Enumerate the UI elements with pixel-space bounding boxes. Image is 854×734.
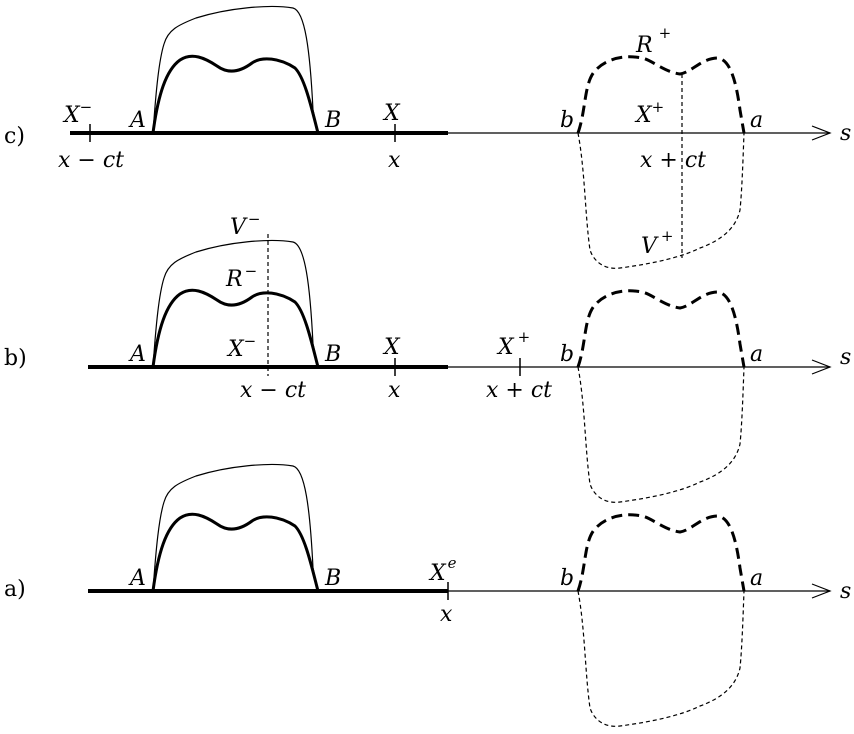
label-b: b bbox=[560, 342, 574, 367]
label-x-plus-ct: x + ct bbox=[486, 378, 552, 403]
label-A: A bbox=[128, 108, 146, 133]
right-upper-profile bbox=[576, 55, 746, 135]
arrow-icon bbox=[811, 125, 832, 141]
label-B: B bbox=[324, 342, 341, 367]
left-profile bbox=[151, 4, 320, 135]
label-B: B bbox=[324, 108, 341, 133]
label-A: A bbox=[128, 566, 146, 591]
label-s: s bbox=[840, 345, 851, 370]
label-A: A bbox=[128, 342, 146, 367]
arrow-icon bbox=[811, 359, 832, 375]
svg-text:X+: X+ bbox=[496, 328, 530, 360]
label-s: s bbox=[840, 579, 851, 604]
arrow-icon bbox=[811, 583, 832, 599]
panel-b-label: b) bbox=[4, 346, 27, 371]
panel-c-label: c) bbox=[4, 124, 25, 149]
label-a: a bbox=[750, 342, 763, 367]
panel-c: c) X− A B X b a s x − ct x x + ct R+ X+ … bbox=[4, 4, 851, 269]
right-lower-profile bbox=[577, 590, 745, 727]
right-lower-profile bbox=[577, 366, 745, 503]
label-X: X bbox=[382, 101, 401, 126]
svg-text:Xe: Xe bbox=[428, 554, 457, 586]
svg-text:V−: V− bbox=[230, 210, 260, 240]
svg-text:X−: X− bbox=[226, 332, 256, 362]
label-x-plus-ct: x + ct bbox=[640, 148, 706, 173]
panel-b: b) V− R− X− A B X X+ b a s x − ct x x + … bbox=[4, 210, 851, 503]
label-x: x bbox=[388, 148, 401, 173]
label-b: b bbox=[560, 566, 574, 591]
svg-text:X−: X− bbox=[62, 98, 92, 128]
panel-a-label: a) bbox=[4, 577, 26, 602]
label-X: X bbox=[382, 335, 401, 360]
label-b: b bbox=[560, 108, 574, 133]
right-upper-profile bbox=[576, 513, 746, 593]
svg-text:X+: X+ bbox=[634, 98, 664, 128]
label-x-minus-ct: x − ct bbox=[240, 378, 306, 403]
label-x: x bbox=[440, 602, 453, 627]
label-s: s bbox=[840, 121, 851, 146]
label-a: a bbox=[750, 108, 763, 133]
svg-text:V+: V+ bbox=[641, 227, 673, 259]
label-B: B bbox=[324, 566, 341, 591]
label-a: a bbox=[750, 566, 763, 591]
label-x-minus-ct: x − ct bbox=[58, 148, 124, 173]
svg-text:R−: R− bbox=[225, 262, 257, 292]
right-upper-profile bbox=[576, 289, 746, 369]
label-x: x bbox=[388, 378, 401, 403]
left-profile bbox=[151, 462, 320, 593]
svg-text:R+: R+ bbox=[635, 24, 671, 58]
